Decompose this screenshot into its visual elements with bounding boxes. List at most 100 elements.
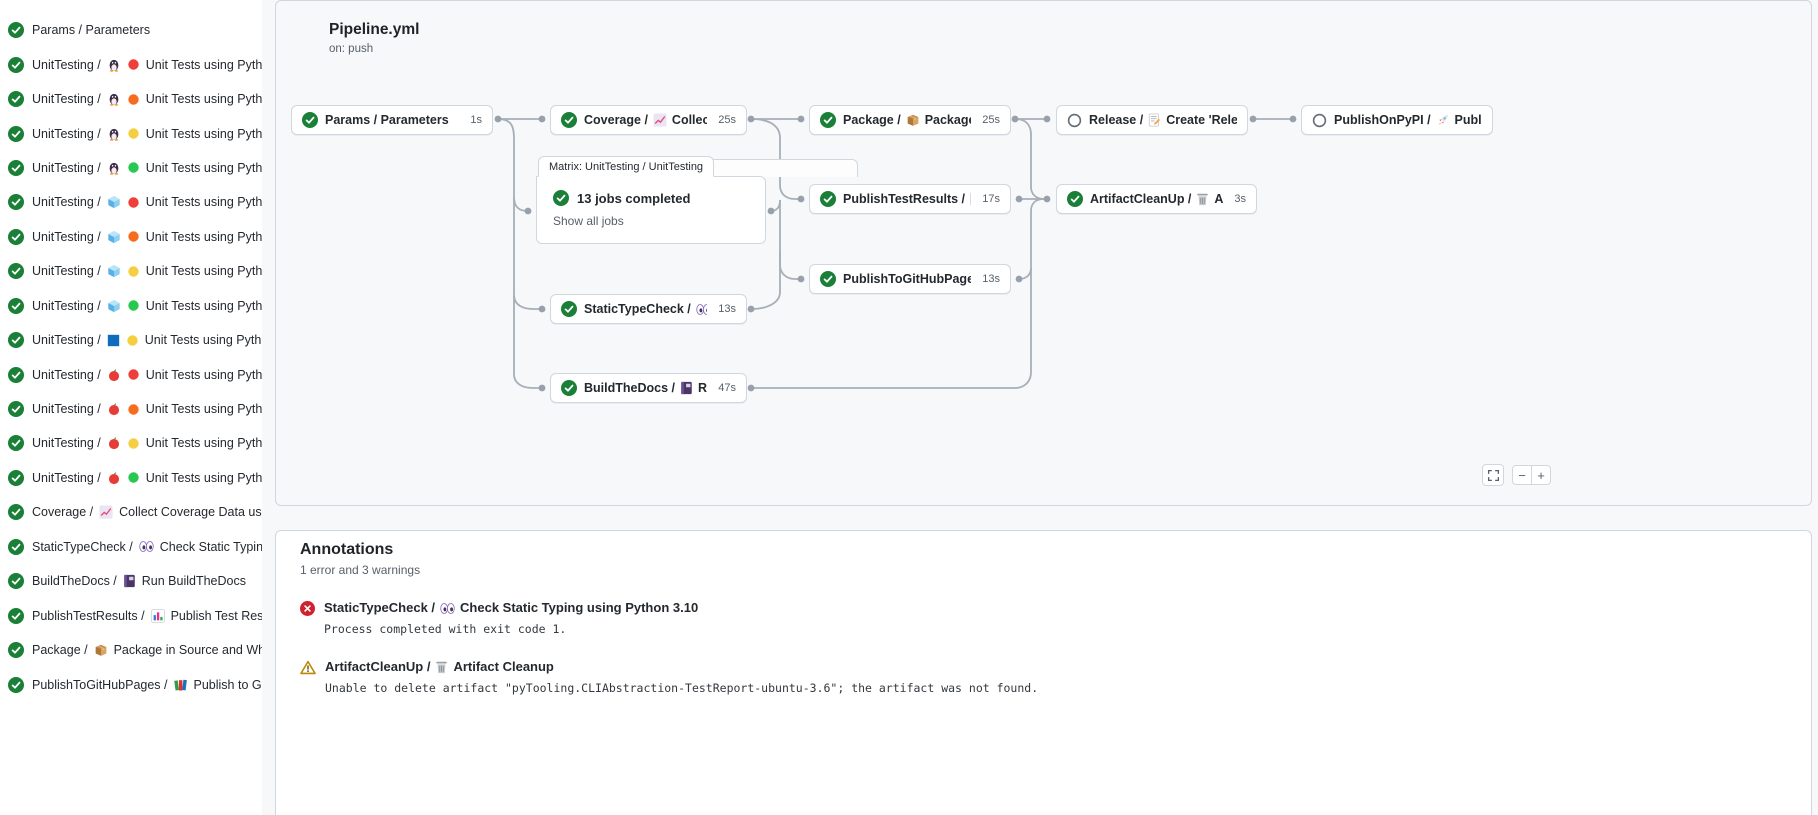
matrix-group-card[interactable]: 13 jobs completed Show all jobs [536,176,766,244]
graph-node-release[interactable]: Release /Create 'Release P... [1056,105,1248,135]
linux-icon [107,161,121,175]
check-success-icon [8,607,24,624]
notebook-icon [680,381,693,395]
check-success-icon [1067,191,1083,207]
graph-node-artifactcleanup[interactable]: ArtifactCleanUp /Artifac...3s [1056,184,1257,214]
graph-node-statictypecheck[interactable]: StaticTypeCheck /Chec...13s [550,294,747,324]
annotation-job-link[interactable]: ArtifactCleanUp /Artifact Cleanup [325,659,554,674]
node-label: BuildTheDocs /Run Buil... [584,381,708,395]
python-version-dot [127,471,140,484]
check-success-icon [302,112,318,128]
python-version-dot [127,299,140,312]
graph-node-publishonpypi[interactable]: PublishOnPyPI /Publish to ... [1301,105,1493,135]
check-success-icon [8,332,24,349]
sidebar-job-item-6[interactable]: UnitTesting /Unit Tests using Pyth... [0,220,262,254]
graph-node-buildthedocs[interactable]: BuildTheDocs /Run Buil...47s [550,373,747,403]
sidebar-job-label: UnitTesting /Unit Tests using Pyth... [32,298,262,313]
sidebar-job-label: UnitTesting /Unit Tests using Pyth... [32,195,262,210]
sidebar-job-label: UnitTesting /Unit Tests using Pyth... [32,436,262,451]
sidebar-job-item-8[interactable]: UnitTesting /Unit Tests using Pyth... [0,289,262,323]
sidebar-job-item-10[interactable]: UnitTesting /Unit Tests using Pyth... [0,357,262,391]
sidebar-job-label: UnitTesting /Unit Tests using Pyth... [32,160,262,175]
notebook-icon [123,574,136,588]
node-label: StaticTypeCheck /Chec... [584,302,708,316]
sidebar-job-label: UnitTesting /Unit Tests using Pyth... [32,264,262,279]
annotations-title: Annotations [300,541,394,558]
skipped-icon [1312,113,1327,128]
python-version-dot [127,93,140,106]
annotation-job-link[interactable]: StaticTypeCheck /Check Static Typing usi… [324,600,699,615]
sidebar-job-item-4[interactable]: UnitTesting /Unit Tests using Pyth... [0,151,262,185]
sidebar-job-item-18[interactable]: Package /Package in Source and Wh... [0,633,262,667]
node-label: PublishTestResults /Pu... [843,192,972,206]
graph-node-coverage[interactable]: Coverage /Collect Cove...25s [550,105,747,135]
cube-icon [107,195,121,209]
apple-icon [107,368,121,382]
sidebar-job-item-11[interactable]: UnitTesting /Unit Tests using Pyth... [0,392,262,426]
check-success-icon [8,263,24,280]
python-version-dot [127,437,140,450]
graph-edges [494,115,1297,392]
sidebar-job-item-19[interactable]: PublishToGitHubPages /Publish to G... [0,667,262,701]
main-region: Pipeline.yml on: push Params / Parameter… [262,0,1818,815]
zoom-in-button[interactable]: + [1531,465,1551,485]
check-success-icon [8,56,24,73]
node-duration: 13s [982,273,1000,285]
check-success-icon [820,112,836,128]
sidebar-job-item-7[interactable]: UnitTesting /Unit Tests using Pyth... [0,254,262,288]
sidebar-job-item-15[interactable]: StaticTypeCheck /Check Static Typing... [0,530,262,564]
python-version-dot [126,334,139,347]
sidebar-job-label: PublishTestResults /Publish Test Resu... [32,608,262,623]
sidebar-job-item-5[interactable]: UnitTesting /Unit Tests using Pyth... [0,185,262,219]
check-success-icon [8,194,24,211]
graph-node-publishtestresults[interactable]: PublishTestResults /Pu...17s [809,184,1011,214]
wastebasket-icon [1196,192,1209,206]
show-all-jobs-link[interactable]: Show all jobs [553,214,624,228]
linux-icon [107,127,121,141]
wastebasket-icon [435,660,448,674]
sidebar-job-item-13[interactable]: UnitTesting /Unit Tests using Pyth... [0,461,262,495]
check-success-icon [8,159,24,176]
check-success-icon [561,301,577,317]
sidebar-job-item-16[interactable]: BuildTheDocs /Run BuildTheDocs [0,564,262,598]
graph-node-package[interactable]: Package /Package in So...25s [809,105,1011,135]
sidebar-job-label: UnitTesting /Unit Tests using Pyth... [32,402,262,417]
sidebar-job-item-0[interactable]: Params / Parameters [0,13,262,47]
python-version-dot [127,58,140,71]
graph-header: Pipeline.yml on: push [329,21,419,55]
annotations-panel: Annotations 1 error and 3 warnings Stati… [275,530,1812,815]
check-success-icon [553,190,569,206]
check-success-icon [820,271,836,287]
zoom-out-button[interactable]: − [1512,465,1532,485]
graph-node-publishtogithubpages[interactable]: PublishToGitHubPages /...13s [809,264,1011,294]
package-icon [906,113,920,127]
fullscreen-button[interactable] [1482,464,1504,486]
check-success-icon [8,401,24,418]
check-success-icon [561,380,577,396]
annotations-summary: 1 error and 3 warnings [300,563,421,577]
sidebar-job-item-2[interactable]: UnitTesting /Unit Tests using Pyth... [0,82,262,116]
sidebar-job-label: UnitTesting /Unit Tests using Pyth... [32,126,262,141]
sidebar-job-item-14[interactable]: Coverage /Collect Coverage Data usi... [0,495,262,529]
eyes-icon [696,303,708,316]
check-success-icon [8,297,24,314]
node-duration: 1s [470,114,482,126]
sidebar-job-label: UnitTesting /Unit Tests using Pyth... [32,229,262,244]
sidebar-job-label: UnitTesting /Unit Tests using Pyth... [32,333,262,348]
sidebar-job-label: UnitTesting /Unit Tests using Pyth... [32,470,262,485]
check-success-icon [8,22,24,39]
sidebar-job-item-9[interactable]: UnitTesting /Unit Tests using Pyth... [0,323,262,357]
check-success-icon [8,573,24,590]
sidebar-job-item-12[interactable]: UnitTesting /Unit Tests using Pyth... [0,426,262,460]
sidebar-job-item-3[interactable]: UnitTesting /Unit Tests using Pyth... [0,116,262,150]
sidebar-job-item-17[interactable]: PublishTestResults /Publish Test Resu... [0,598,262,632]
warning-icon [300,660,316,675]
matrix-group-tab[interactable]: Matrix: UnitTesting / UnitTesting [538,156,715,177]
sidebar-job-item-1[interactable]: UnitTesting /Unit Tests using Pyth... [0,47,262,81]
x-error-icon [300,601,315,616]
check-success-icon [8,504,24,521]
